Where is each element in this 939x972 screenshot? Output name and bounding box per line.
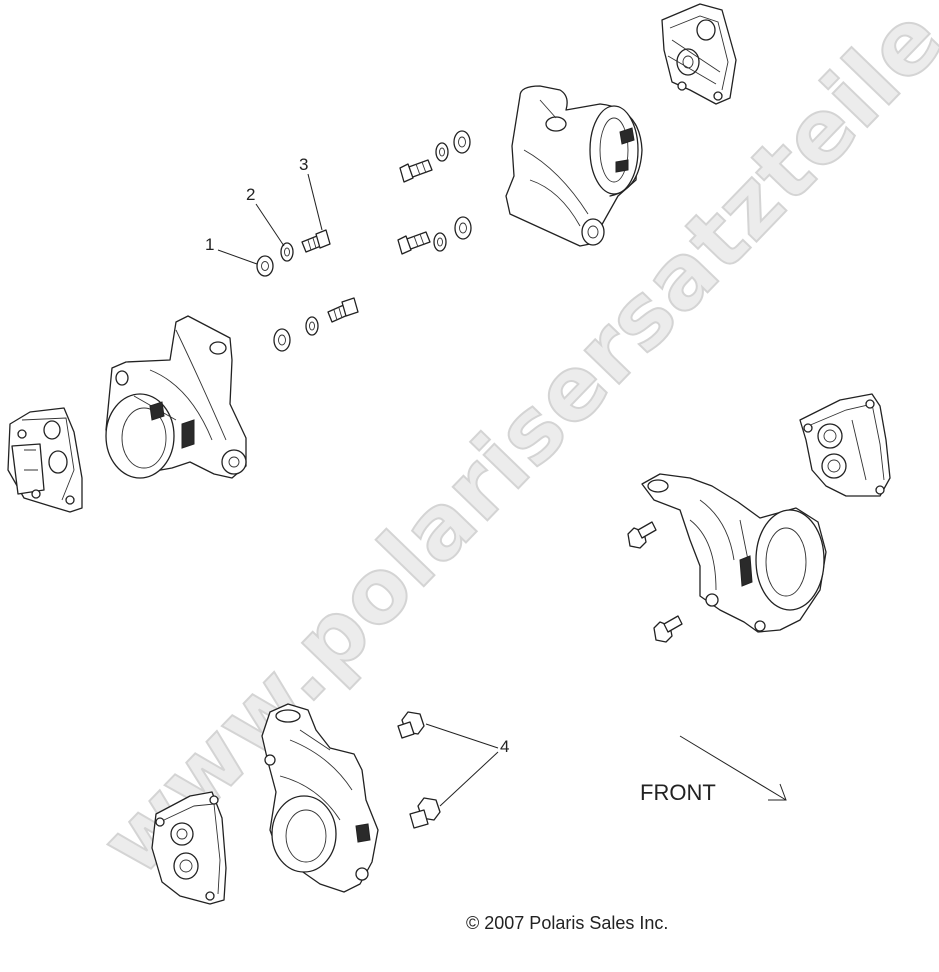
brake-caliper-left [7, 407, 83, 513]
front-direction-arrow [679, 735, 787, 801]
steering-knuckle-bottom [261, 703, 379, 893]
bolt-4b [409, 797, 441, 829]
knuckle-bolt-a [627, 521, 657, 549]
washer-lower-a [305, 316, 319, 336]
callout-3: 3 [299, 155, 308, 174]
bolt-lower-left [327, 297, 359, 323]
washer-upper-a [435, 142, 449, 162]
callout-1: 1 [205, 235, 214, 254]
bolt-middle-right [397, 231, 431, 255]
washer-lower-b [273, 328, 291, 352]
rear-bearing-carrier-left [105, 315, 247, 479]
front-label: FRONT [640, 780, 716, 805]
bolt-3 [301, 229, 331, 253]
rear-bearing-carrier-top [505, 85, 643, 247]
brake-caliper-bottom [151, 791, 227, 905]
callout-4: 4 [500, 737, 509, 756]
washer-2 [280, 242, 294, 262]
brake-caliper-top-right [661, 3, 737, 105]
callout-2: 2 [246, 185, 255, 204]
washer-middle-a [433, 232, 447, 252]
brake-caliper-right [799, 393, 891, 497]
leader-line-4b [439, 751, 499, 807]
washer-1 [256, 255, 274, 277]
bolt-4a [397, 711, 425, 739]
leader-line-2 [255, 203, 285, 247]
leader-line-3 [307, 173, 323, 231]
leader-line-4a [425, 723, 499, 749]
bolt-upper-right [399, 159, 433, 183]
knuckle-bolt-b [653, 615, 683, 643]
copyright-text: © 2007 Polaris Sales Inc. [466, 913, 668, 933]
washer-upper-b [453, 130, 471, 154]
leader-line-1 [217, 249, 258, 265]
washer-middle-b [454, 216, 472, 240]
steering-knuckle-right [641, 473, 827, 633]
